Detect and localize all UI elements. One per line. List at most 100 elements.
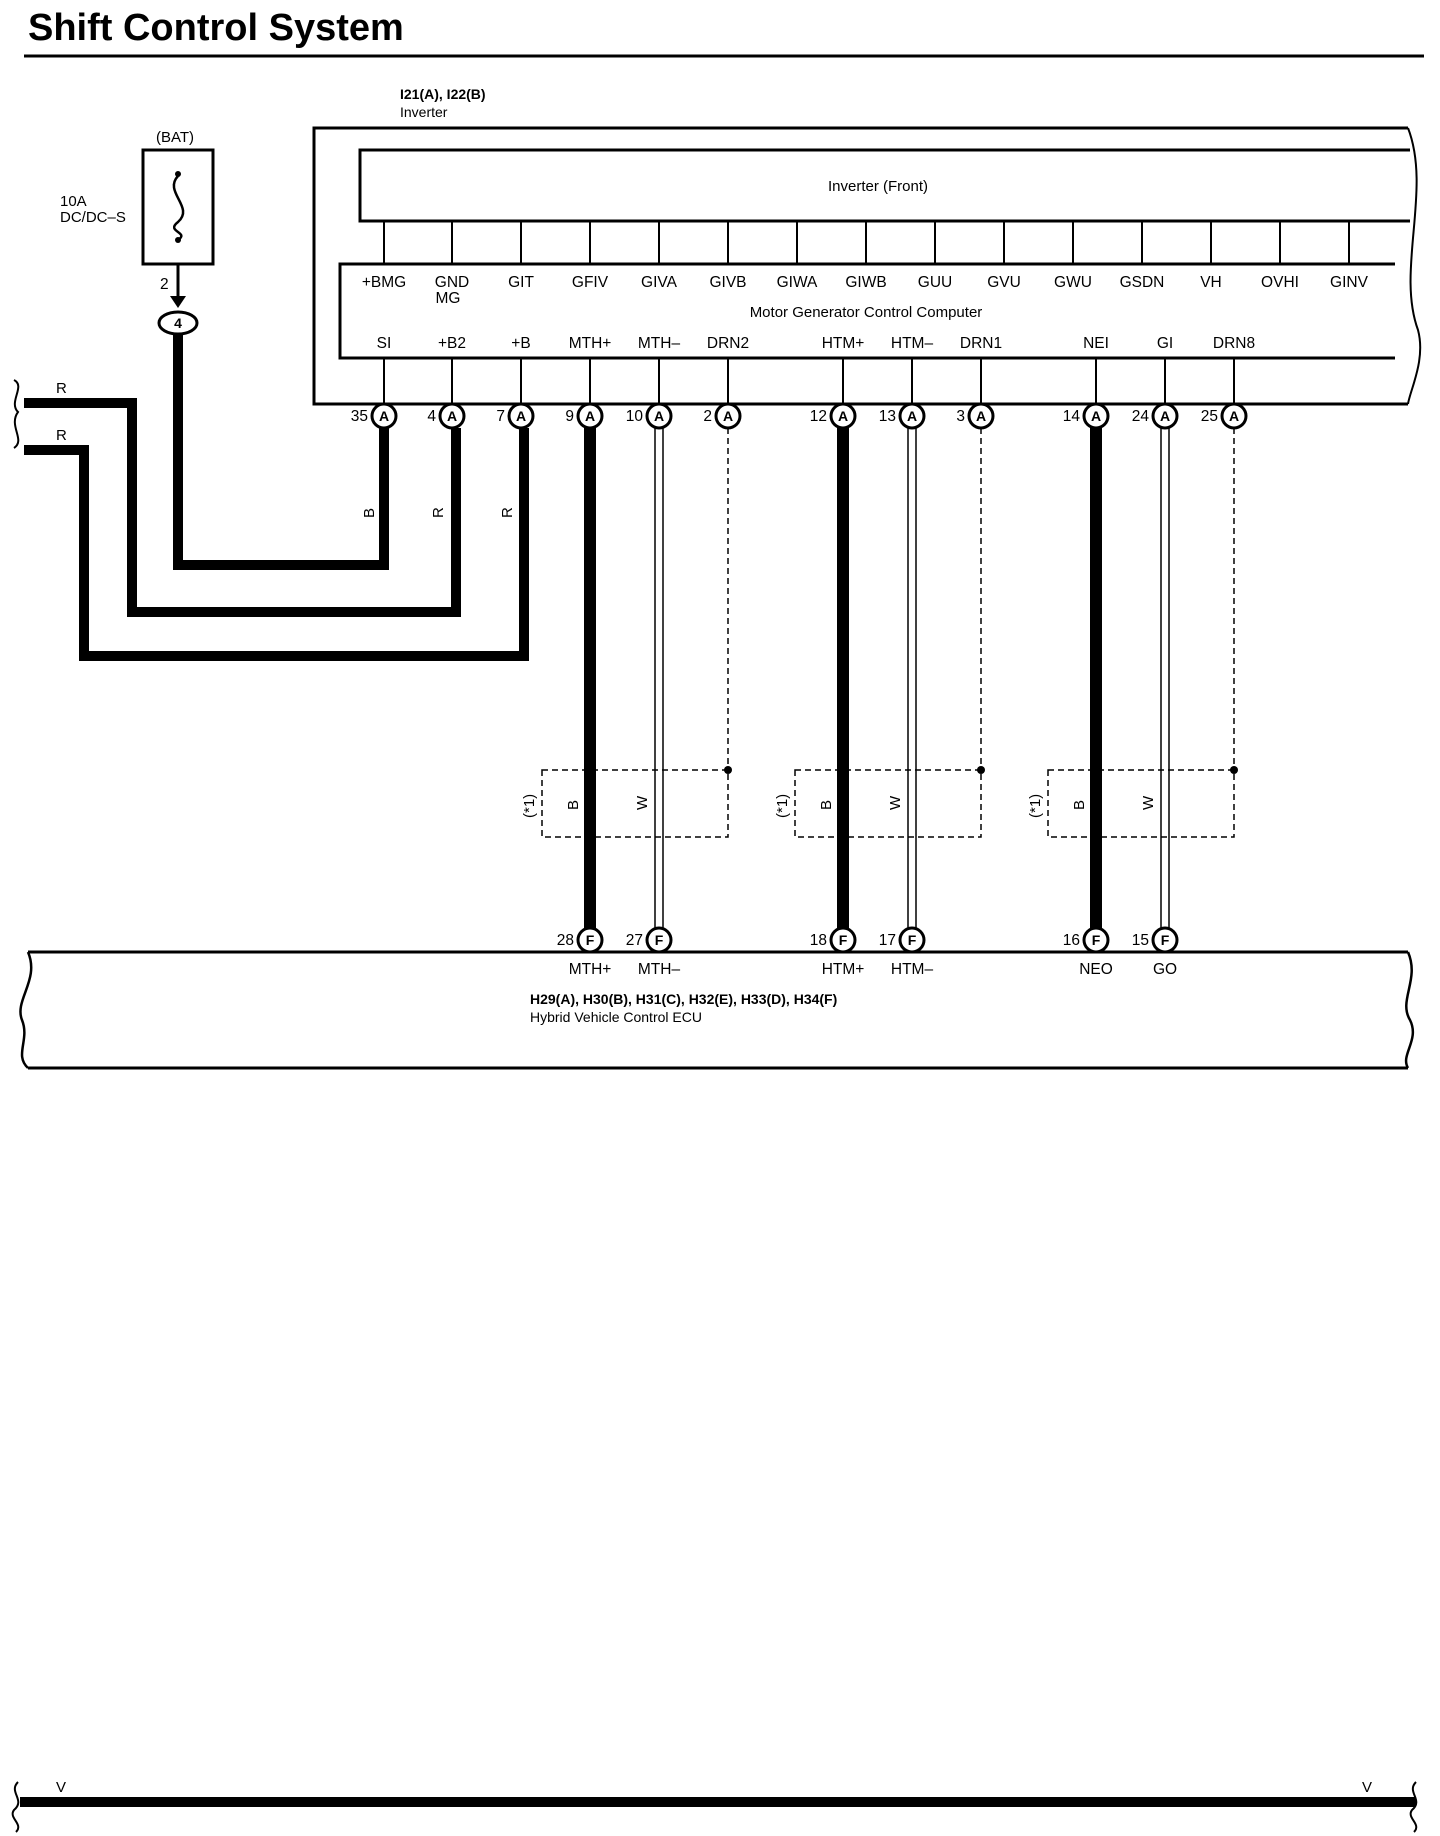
inverter-front-box: [358, 148, 1410, 223]
terminal-label: GIT: [508, 274, 534, 291]
terminal-label: SI: [377, 335, 392, 352]
connector-letter: F: [655, 932, 664, 948]
connector-letter: A: [516, 408, 526, 424]
left-break-mark: [13, 379, 20, 449]
wire-si-b: [173, 335, 389, 570]
hybrid-ecu: F28MTH+F27MTH–F18HTM+F17HTM–F16NEOF15GO …: [19, 926, 1415, 1070]
connector-letter: A: [723, 408, 733, 424]
connector-arrow-icon: [170, 296, 186, 308]
terminal-label: GI: [1157, 335, 1173, 352]
ecu-right-break: [1404, 951, 1415, 1069]
shield-w-color: W: [887, 795, 904, 810]
terminal-label: GIWB: [845, 274, 886, 291]
terminal-label: HTM–: [891, 961, 934, 978]
connector-letter: A: [976, 408, 986, 424]
fuse-block: (BAT) 10A DC/DC–S 2 4: [60, 129, 215, 336]
terminal-label: GVU: [987, 274, 1021, 291]
mg-computer-box: [338, 262, 1395, 360]
terminal-label: DRN8: [1213, 335, 1255, 352]
pin-number: 18: [810, 932, 827, 949]
connector-letter: F: [1161, 932, 1170, 948]
connector-letter: F: [908, 932, 917, 948]
terminal-label: +B: [511, 335, 530, 352]
pin-number: 35: [351, 408, 368, 425]
wire-left-bottom-color: R: [56, 427, 67, 444]
inverter-outer-box: [312, 126, 1408, 406]
shield-w-color: W: [634, 795, 651, 810]
connector-letter: F: [1092, 932, 1101, 948]
terminal-label: OVHI: [1261, 274, 1299, 291]
fuse-box: [141, 148, 215, 266]
terminal-label: GWU: [1054, 274, 1092, 291]
connector-marker: [829, 926, 857, 954]
pin-number: 27: [626, 932, 643, 949]
connector-letter: A: [585, 408, 595, 424]
junction-connector: [157, 310, 199, 336]
v-bus-left-label: V: [56, 1779, 66, 1796]
pin-number: 14: [1063, 408, 1081, 425]
shield-b-color: B: [818, 800, 835, 810]
inverter-connectors-label: I21(A), I22(B): [400, 86, 486, 102]
fuse-name-label: DC/DC–S: [60, 209, 126, 226]
shield-w-color: W: [1140, 795, 1157, 810]
terminal-label: VH: [1200, 274, 1222, 291]
shield-box: [794, 769, 982, 838]
connector-marker: [1151, 402, 1179, 430]
v-bus: V V: [11, 1779, 1418, 1833]
terminal-label: GND: [435, 274, 469, 291]
page-title: Shift Control System: [28, 7, 404, 49]
v-bus-left-break: [11, 1781, 20, 1833]
connector-marker: [645, 926, 673, 954]
ecu-name-label: Hybrid Vehicle Control ECU: [530, 1009, 702, 1025]
pin-number: 10: [626, 408, 644, 425]
terminal-label: +BMG: [362, 274, 406, 291]
shield-b-color: B: [565, 800, 582, 810]
pin-number: 24: [1132, 408, 1150, 425]
ecu-connectors-label: H29(A), H30(B), H31(C), H32(E), H33(D), …: [530, 991, 837, 1007]
pin-number: 28: [557, 932, 574, 949]
pin-number: 3: [956, 408, 965, 425]
connector-marker: [898, 402, 926, 430]
terminal-label: GUU: [918, 274, 952, 291]
inverter-bottom-terminals: SIA35+B2A4+BA7MTH+A9MTH–A10DRN2A2HTM+A12…: [351, 335, 1255, 430]
shield-note-label: (*1): [1027, 794, 1044, 818]
ecu-left-break: [19, 951, 33, 1069]
inverter-name-label: Inverter: [400, 104, 448, 120]
connector-letter: A: [1160, 408, 1170, 424]
connector-marker: [1151, 926, 1179, 954]
v-bus-right-label: V: [1362, 1779, 1372, 1796]
terminal-label: HTM–: [891, 335, 934, 352]
wire-b2-color: R: [430, 507, 447, 518]
terminal-label: MTH–: [638, 961, 681, 978]
pin-number: 13: [879, 408, 896, 425]
terminal-label: DRN1: [960, 335, 1002, 352]
terminal-label: GSDN: [1120, 274, 1165, 291]
terminal-label: NEI: [1083, 335, 1109, 352]
terminal-label: HTM+: [822, 961, 865, 978]
junction-connector-label: 4: [174, 315, 182, 331]
connector-letter: A: [654, 408, 664, 424]
pin-number: 9: [565, 408, 574, 425]
fuse-icon: [172, 175, 185, 242]
fuse-pin-number: 2: [160, 276, 169, 293]
connector-letter: A: [1091, 408, 1101, 424]
power-wires: R R B R R: [13, 335, 529, 661]
inverter-front-label: Inverter (Front): [828, 178, 928, 195]
shield-b-color: B: [1071, 800, 1088, 810]
mg-computer-label: Motor Generator Control Computer: [750, 304, 983, 321]
pin-number: 15: [1132, 932, 1149, 949]
pin-number: 25: [1201, 408, 1218, 425]
wire-r-upper: [24, 398, 461, 617]
terminal-label: GIWA: [777, 274, 818, 291]
terminal-label: GINV: [1330, 274, 1369, 291]
wire-r-lower: [24, 428, 529, 661]
connector-marker: [576, 926, 604, 954]
connector-letter: A: [1229, 408, 1239, 424]
terminal-label: DRN2: [707, 335, 749, 352]
fuse-rating-label: 10A: [60, 193, 87, 210]
pin-number: 12: [810, 408, 827, 425]
inverter-assembly: I21(A), I22(B) Inverter Inverter (Front)…: [312, 86, 1422, 430]
